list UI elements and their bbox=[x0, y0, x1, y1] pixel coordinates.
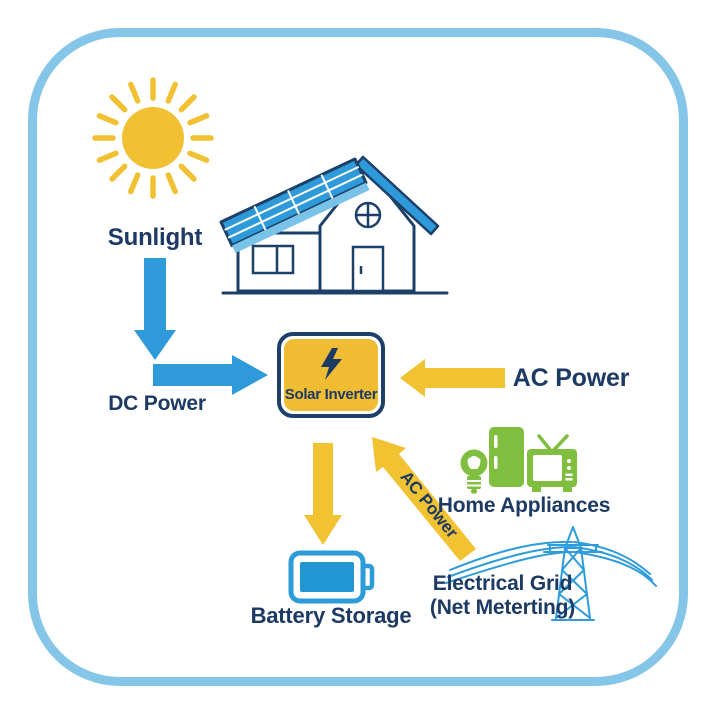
door-icon bbox=[351, 245, 385, 293]
solar-inverter-panel: Solar Inverter bbox=[284, 339, 378, 411]
dc-power-label: DC Power bbox=[108, 392, 206, 415]
roof-fascia bbox=[232, 182, 370, 253]
tv-icon bbox=[527, 434, 577, 492]
diagram-border bbox=[28, 28, 688, 686]
ac-arrow-left bbox=[400, 359, 505, 397]
lightning-bolt-icon bbox=[321, 348, 342, 381]
transmission-tower-icon bbox=[445, 526, 657, 621]
round-window-icon bbox=[354, 201, 382, 229]
house-window-icon bbox=[251, 244, 295, 275]
sunlight-label: Sunlight bbox=[107, 224, 203, 251]
panel-grid-lines bbox=[224, 165, 363, 239]
battery-arrow-down bbox=[304, 443, 342, 545]
fridge-icon bbox=[489, 427, 524, 487]
electrical-grid-label-line1: Electrical Grid bbox=[432, 572, 573, 595]
dc-arrow-down bbox=[134, 258, 176, 360]
solar-inverter-box: Solar Inverter bbox=[277, 332, 385, 418]
battery-icon bbox=[288, 550, 375, 604]
sun-rays bbox=[92, 77, 214, 199]
sun-icon bbox=[92, 77, 214, 199]
solar-panel-icon bbox=[219, 157, 370, 253]
ac-power-label: AC Power bbox=[512, 364, 630, 392]
lightbulb-icon bbox=[460, 449, 488, 494]
home-appliances-icons bbox=[460, 427, 577, 494]
solar-inverter-label: Solar Inverter bbox=[284, 385, 378, 403]
electrical-grid-label-line2: (Net Meterting) bbox=[429, 596, 576, 620]
home-appliances-label: Home Appliances bbox=[437, 494, 611, 517]
tower-structure bbox=[543, 526, 603, 621]
battery-storage-label: Battery Storage bbox=[250, 603, 412, 628]
electrical-grid-label: Electrical Grid (Net Meterting) bbox=[400, 572, 605, 620]
grid-arrow-diagonal bbox=[372, 437, 476, 561]
house-icon bbox=[219, 155, 449, 295]
dc-arrow-right bbox=[153, 355, 268, 395]
roof-right-slope bbox=[354, 155, 440, 236]
